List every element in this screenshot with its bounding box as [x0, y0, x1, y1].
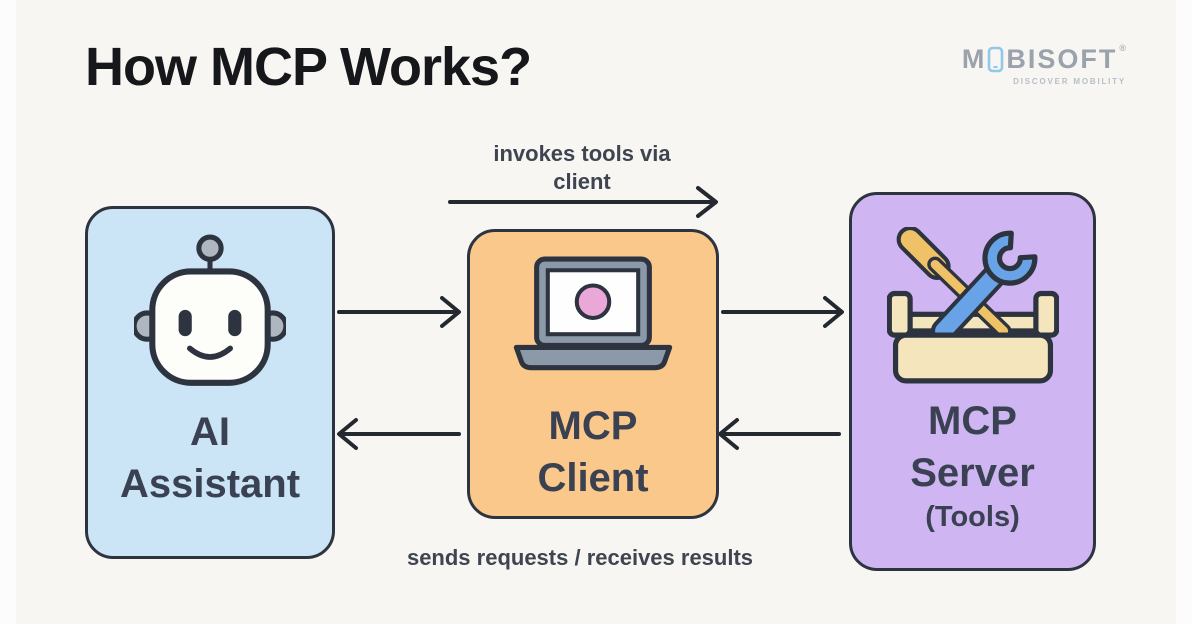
- page-title: How MCP Works?: [85, 37, 532, 97]
- brand-tagline: DISCOVER MOBILITY: [1013, 77, 1126, 86]
- node-title: MCP Client: [537, 400, 648, 504]
- node-title: MCP Server: [910, 395, 1035, 499]
- toolbox-icon: [886, 227, 1059, 384]
- laptop-icon: [513, 256, 673, 371]
- arrow-ai-to-client: [337, 296, 461, 328]
- node-title-line1: AI: [190, 410, 230, 454]
- node-title-line2: Assistant: [119, 462, 301, 506]
- top-arrow-caption-line1: invokes tools via: [493, 141, 671, 166]
- node-title-line2: Server: [910, 451, 1035, 495]
- arrow-server-to-client: [718, 418, 841, 450]
- node-title-line1: MCP: [928, 399, 1017, 443]
- node-mcp-client: MCP Client: [467, 229, 719, 519]
- node-ai-assistant: AI Assistant: [85, 206, 335, 559]
- node-subtitle: (Tools): [925, 501, 1020, 533]
- node-title-line1: MCP: [548, 404, 638, 448]
- node-title: AI Assistant: [120, 406, 300, 510]
- arrow-client-to-server: [721, 296, 844, 328]
- left-margin-strip: [0, 0, 16, 624]
- bottom-arrow-caption: sends requests / receives results: [406, 545, 754, 570]
- robot-icon: [134, 234, 286, 386]
- node-mcp-server: MCP Server (Tools): [849, 192, 1096, 571]
- brand-prefix: M: [961, 44, 987, 74]
- registered-mark: ®: [1119, 43, 1128, 53]
- right-margin-strip: [1176, 0, 1192, 624]
- top-arrow-caption-line2: client: [553, 168, 611, 194]
- top-arrow-caption: invokes tools via client: [432, 140, 732, 195]
- brand-wordmark: M BISOFT ®: [962, 44, 1128, 75]
- brand-suffix: BISOFT: [1006, 44, 1118, 74]
- brand-logo: M BISOFT ® DISCOVER MOBILITY: [962, 44, 1128, 87]
- arrow-client-to-ai: [337, 418, 461, 450]
- phone-icon: [988, 46, 1004, 73]
- node-title-line2: Client: [537, 456, 649, 500]
